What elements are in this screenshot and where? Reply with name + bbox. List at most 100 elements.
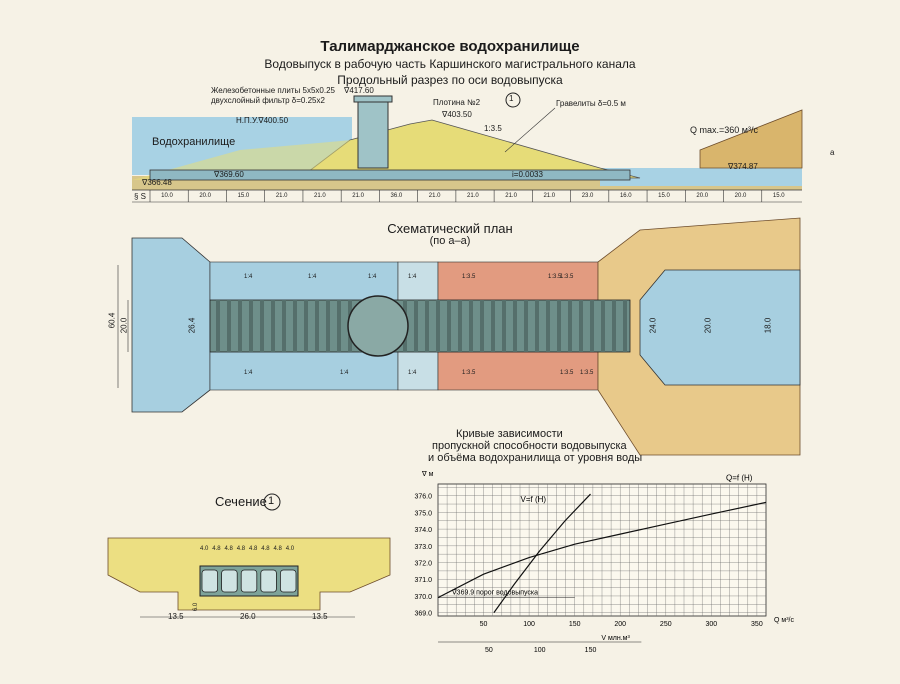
- conduit-rib: [524, 300, 528, 352]
- plan-slope-bottom-0: 1:4: [244, 370, 253, 376]
- conduit-rib: [469, 300, 473, 352]
- plan-right-basin: [639, 269, 801, 386]
- dam-crest-level: ∇403.50: [442, 110, 472, 119]
- chart-y-tick: 374.0: [414, 527, 432, 534]
- conduit-rib: [458, 300, 462, 352]
- section-title: Сечение: [215, 494, 267, 509]
- profile-dim-10: 21.0: [543, 193, 556, 199]
- section-top-dim-0: 4.0: [200, 546, 209, 552]
- slope-label: 1:3.5: [484, 124, 502, 133]
- conduit-rib: [304, 300, 308, 352]
- profile-dim-0: 10.0: [161, 193, 173, 199]
- section-marker-label: 1: [509, 94, 514, 103]
- section-top-dim-2: 4.8: [224, 546, 233, 552]
- conduit-rib: [557, 300, 561, 352]
- chart-series-0: [437, 501, 767, 599]
- filter-label: двухслойный фильтр δ=0.25х2: [211, 96, 325, 105]
- section-top-dim-7: 4.0: [285, 546, 295, 552]
- dam-label: Плотина №2: [433, 98, 481, 107]
- section-cell: [260, 569, 277, 593]
- plan-slope-top-6: 1:3.5: [560, 274, 574, 280]
- section-dim-right: 13.5: [312, 612, 328, 621]
- profile-dim-6: 36.0: [390, 193, 403, 199]
- profile-title: Продольный разрез по оси водовыпуска: [337, 73, 563, 87]
- chart-v-tick: 150: [585, 647, 597, 654]
- conduit: [149, 169, 631, 181]
- tower-cap: [353, 95, 393, 103]
- chart-q-tick: 100: [523, 621, 535, 628]
- chart-y-tick: 373.0: [414, 544, 432, 551]
- plates-label: Железобетонные плиты 5х5х0.25: [211, 86, 335, 95]
- qmax-label: Q max.=360 м³/с: [690, 125, 758, 135]
- conduit-rib: [337, 300, 341, 352]
- profile-dim-5: 21.0: [352, 193, 364, 199]
- section-top-dim-1: 4.8: [212, 546, 221, 552]
- plan-slope-top-3: 1:4: [408, 274, 417, 280]
- chart-y-tick: 371.0: [414, 577, 432, 584]
- section-marker-circle: [505, 92, 521, 108]
- conduit-rib: [579, 300, 583, 352]
- profile-dim-13: 15.0: [658, 193, 670, 199]
- plan-slope-top-4: 1:3.5: [462, 274, 476, 280]
- plan-slope-bottom-2: 1:4: [408, 370, 417, 376]
- chart-y-tick: 369.0: [414, 611, 432, 618]
- conduit-rib: [491, 300, 495, 352]
- level-369-60: ∇369.60: [214, 170, 244, 179]
- conduit-rib: [414, 300, 418, 352]
- chart-caption-1: Кривые зависимости: [456, 428, 563, 440]
- chart-q-tick: 200: [614, 621, 626, 628]
- chart-v-tick: 100: [534, 647, 546, 654]
- conduit-rib: [216, 300, 220, 352]
- section-cell: [221, 569, 238, 593]
- chart-series-label-0: Q=f (H): [726, 473, 753, 482]
- conduit-rib: [425, 300, 429, 352]
- reservoir-label: Водохранилище: [152, 136, 236, 148]
- slope-i-label: i=0.0033: [512, 170, 543, 179]
- conduit-rib: [502, 300, 506, 352]
- conduit-rib: [293, 300, 297, 352]
- plan-slope-bottom-3: 1:3.5: [462, 370, 476, 376]
- plan-tower-circle: [347, 295, 409, 357]
- conduit-rib: [227, 300, 231, 352]
- conduit-rib: [447, 300, 451, 352]
- chart-series-1: [493, 493, 591, 614]
- chart-q-tick: 350: [751, 621, 763, 628]
- plan-slope-bottom-5: 1:3.5: [580, 370, 594, 376]
- chart-q-tick: 50: [480, 621, 488, 628]
- plan-title: Схематический план: [387, 221, 513, 236]
- section-dim-mid: 26.0: [240, 612, 256, 621]
- conduit-rib: [535, 300, 539, 352]
- conduit-rib: [612, 300, 616, 352]
- conduit-rib: [480, 300, 484, 352]
- right-bank: [699, 109, 803, 169]
- section-dim-left: 13.5: [168, 612, 184, 621]
- nlu-label: Н.П.У.∇400.50: [236, 116, 289, 125]
- canal-water: [600, 168, 802, 186]
- tower-top-level: ∇417.60: [344, 86, 374, 95]
- section-cell: [279, 569, 297, 593]
- profile-dim-16: 15.0: [772, 193, 785, 199]
- profile-dim-7: 21.0: [428, 193, 441, 199]
- page-title: Талимарджанское водохранилище: [320, 38, 580, 55]
- chart-q-tick: 300: [705, 621, 717, 628]
- plan-slope-bottom-1: 1:4: [340, 370, 349, 376]
- plan-slope-top-1: 1:4: [308, 274, 317, 280]
- chart-v-tick: 50: [485, 647, 493, 654]
- plan-slope-top-2: 1:4: [368, 274, 377, 280]
- plan-slope-top-0: 1:4: [244, 274, 253, 280]
- profile-dim-4: 21.0: [314, 193, 326, 199]
- conduit-rib: [601, 300, 605, 352]
- profile-dim-8: 21.0: [467, 193, 479, 199]
- conduit-rib: [260, 300, 264, 352]
- conduit-rib: [249, 300, 253, 352]
- conduit-rib: [623, 300, 627, 352]
- plan-subtitle: (по а–а): [429, 235, 471, 247]
- section-top-dim-4: 4.8: [249, 546, 258, 552]
- level-366-48: ∇366.48: [142, 178, 172, 187]
- chart-q-tick: 150: [569, 621, 581, 628]
- section-cell: [240, 569, 258, 593]
